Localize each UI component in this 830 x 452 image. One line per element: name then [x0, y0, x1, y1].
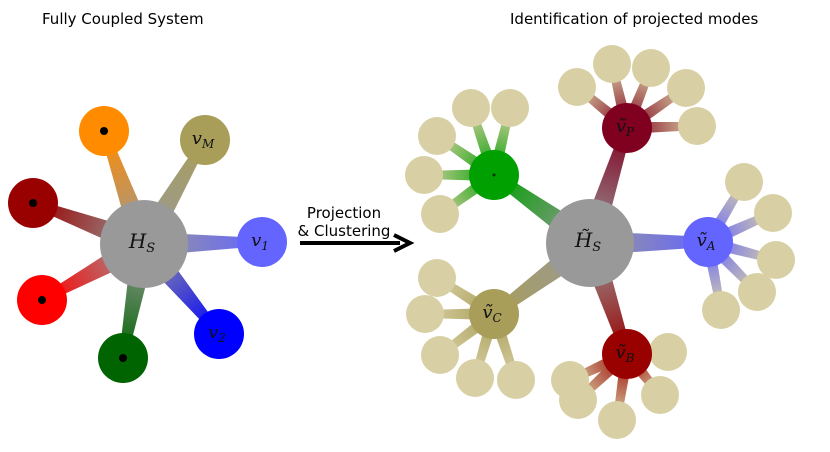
dot-darkgreen	[119, 354, 127, 362]
left-center-label: HS	[128, 229, 155, 256]
left-center-label-sub: S	[146, 241, 155, 256]
node-v2-label-main: v	[208, 322, 218, 343]
cluster-vC-label-sub: C	[492, 311, 501, 325]
leaf-vB-4	[551, 361, 589, 399]
node-dots	[29, 127, 127, 362]
right-center-label-main: H̃	[574, 228, 593, 252]
cluster-vP-label: ṽP	[616, 116, 635, 139]
node-v2-label: v2	[208, 322, 226, 345]
cluster-vP-label-main: ṽ	[616, 116, 627, 137]
arrow-label-line1: Projection	[307, 204, 381, 222]
projection-arrow: Projection & Clustering	[298, 204, 415, 253]
leaf-vB-0	[649, 333, 687, 371]
arrow-head	[393, 233, 415, 253]
cluster-vP-label-sub: P	[625, 125, 635, 139]
leaf-vP-3	[667, 69, 705, 107]
node-vM-label-sub: M	[201, 137, 215, 151]
arrow-label-line2: & Clustering	[298, 222, 391, 240]
leaf-vP-1	[593, 45, 631, 83]
right-leaves	[405, 45, 795, 439]
right-system: H̃S ṽA ṽB ṽC ṽP	[469, 103, 733, 379]
node-vM-label-main: v	[192, 128, 202, 149]
cluster-vC	[469, 289, 519, 339]
cluster-vA-label-main: ṽ	[697, 230, 708, 251]
leaf-green-2	[405, 156, 443, 194]
cluster-vA-label-sub: A	[706, 239, 716, 253]
right-title: Identification of projected modes	[510, 10, 758, 28]
leaf-vP-4	[678, 107, 716, 145]
right-center-label: H̃S	[574, 228, 601, 255]
leaf-green-0	[452, 89, 490, 127]
cluster-vC-label-main: ṽ	[482, 302, 493, 323]
leaf-vP-2	[632, 49, 670, 87]
leaf-green-1	[418, 117, 456, 155]
node-v1-label-sub: 1	[261, 239, 269, 253]
dot-darkred	[29, 199, 37, 207]
leaf-green-4	[491, 89, 529, 127]
left-center-node	[100, 200, 188, 288]
cluster-vA	[683, 217, 733, 267]
leaf-vA-1	[754, 194, 792, 232]
cluster-vB	[602, 329, 652, 379]
cluster-vC-label: ṽC	[482, 302, 501, 325]
leaf-vA-0	[725, 163, 763, 201]
cluster-vB-label: ṽB	[616, 342, 635, 365]
left-center-label-main: H	[128, 229, 147, 253]
leaf-vA-3	[738, 273, 776, 311]
leaf-vB-2	[598, 401, 636, 439]
node-v1	[237, 217, 287, 267]
leaf-green-3	[421, 195, 459, 233]
node-v1-label: v1	[251, 230, 269, 253]
left-system: HS v1 v2 vM	[8, 106, 287, 383]
dot-red	[38, 296, 46, 304]
cluster-vB-label-sub: B	[625, 351, 635, 365]
leaf-vB-1	[641, 376, 679, 414]
node-vM	[180, 115, 230, 165]
leaf-vA-4	[702, 291, 740, 329]
node-vM-label: vM	[192, 128, 215, 151]
cluster-vP	[602, 103, 652, 153]
leaf-vC-3	[456, 359, 494, 397]
dot-orange	[100, 127, 108, 135]
node-v2-label-sub: 2	[217, 331, 226, 345]
node-v1-label-main: v	[251, 230, 261, 251]
cluster-green-dot	[492, 173, 496, 177]
right-center-label-sub: S	[592, 240, 601, 255]
leaf-vP-0	[558, 68, 596, 106]
leaf-vA-2	[757, 241, 795, 279]
left-title: Fully Coupled System	[42, 10, 204, 28]
cluster-vA-label: ṽA	[697, 230, 716, 253]
leaf-vC-0	[418, 259, 456, 297]
node-v2	[194, 309, 244, 359]
leaf-vC-1	[406, 295, 444, 333]
right-center-node	[546, 199, 634, 287]
cluster-vB-label-main: ṽ	[616, 342, 627, 363]
leaf-vC-2	[421, 336, 459, 374]
leaf-vC-4	[497, 361, 535, 399]
